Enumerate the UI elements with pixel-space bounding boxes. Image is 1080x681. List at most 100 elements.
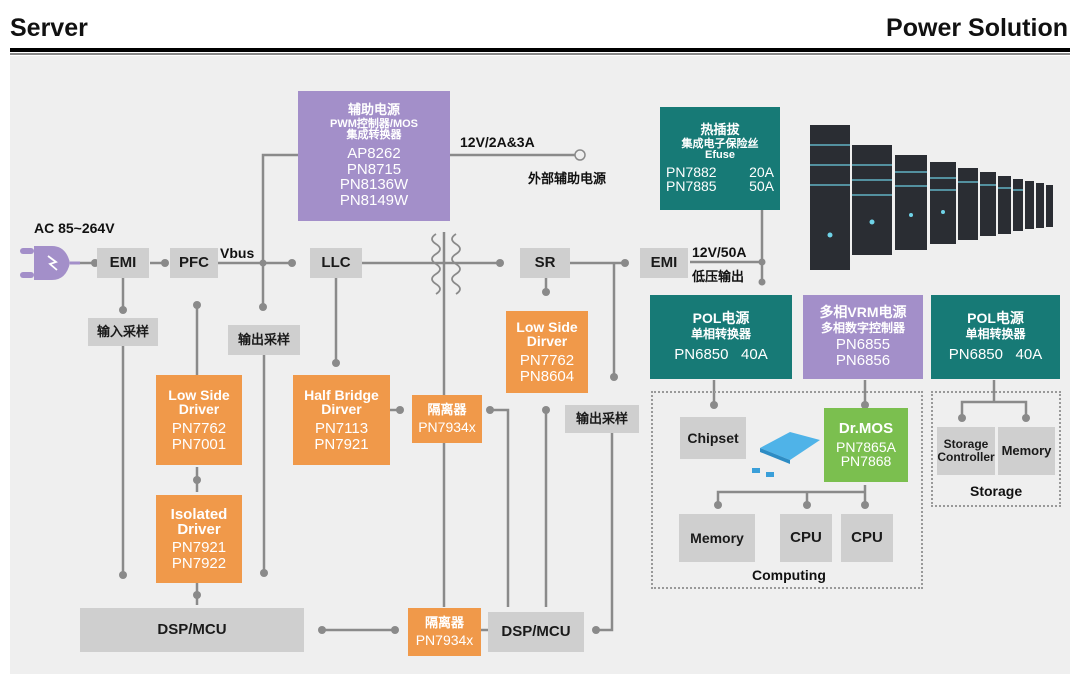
part-rating: 20A	[749, 163, 774, 180]
cpu-block-1: CPU	[780, 514, 832, 562]
driver-part: PN7113	[314, 419, 369, 437]
driver-title: Low Side	[168, 386, 230, 403]
isolator-part: PN7934x	[418, 418, 476, 435]
emi-input-block: EMI	[97, 248, 149, 278]
wire-iso1-dsp2	[490, 408, 510, 607]
output-desc-label: 低压输出	[692, 269, 745, 284]
aux-title: 辅助电源	[347, 102, 400, 118]
server-rack-illustration	[810, 125, 1053, 270]
hot-swap-title: 热插拔	[700, 121, 740, 137]
pol-subtitle: 单相转换器	[965, 327, 1026, 342]
aux-part: PN8715	[346, 160, 402, 178]
driver-title: Isolated	[170, 505, 228, 523]
vrm-subtitle: 多相数字控制器	[820, 320, 905, 335]
isolator-part: PN7934x	[415, 631, 474, 648]
hot-swap-subtitle: 集成电子保险丝	[681, 137, 759, 150]
llc-block: LLC	[310, 248, 362, 278]
wire-bus	[716, 490, 865, 505]
vrm-part: PN6855	[835, 336, 891, 354]
pol-title: POL电源	[692, 310, 750, 327]
isolator-title: 隔离器	[427, 402, 467, 418]
aux-part: PN8149W	[339, 192, 409, 210]
power-plug-icon	[20, 246, 80, 280]
emi-output-block: EMI	[640, 248, 688, 278]
part-name: PN7882	[666, 163, 717, 180]
isolated-driver-block: Isolated Driver PN7921 PN7922	[156, 495, 242, 583]
computing-label: Computing	[752, 567, 826, 583]
aux-subtitle2: 集成转换器	[346, 129, 402, 142]
vrm-part: PN6856	[835, 352, 891, 370]
storage-controller-block: Storage Controller	[937, 427, 995, 475]
dsp-mcu-block-2: DSP/MCU	[488, 612, 584, 652]
output-sampling-block-2: 输出采样	[565, 405, 639, 433]
driver-title: Half Bridge	[304, 386, 379, 403]
wire-vbus-aux	[261, 153, 298, 308]
drmos-part: PN7865A	[836, 438, 896, 455]
output-rating-label: 12V/50A	[692, 244, 747, 260]
aux-output-desc: 外部辅助电源	[528, 171, 607, 186]
header-rule-secondary	[10, 53, 1070, 55]
hot-swap-subtitle2: Efuse	[705, 149, 735, 162]
storage-group	[931, 391, 1061, 507]
computing-group	[651, 391, 923, 589]
half-bridge-driver-block: Half Bridge Dirver PN7113 PN7921	[293, 375, 390, 465]
driver-title: Dirver	[321, 401, 362, 418]
part-rating: 40A	[741, 345, 768, 363]
dsp-mcu-block-1: DSP/MCU	[80, 608, 304, 652]
pol-part-row: PN6850 40A	[674, 345, 768, 363]
aux-subtitle1: PWM控制器/MOS	[330, 117, 418, 130]
pfc-block: PFC	[170, 248, 218, 278]
driver-part: PN7921	[314, 435, 369, 453]
vrm-block: 多相VRM电源 多相数字控制器 PN6855 PN6856	[803, 295, 923, 379]
wire-sampling2-dsp2	[593, 430, 614, 632]
pol-block-2: POL电源 单相转换器 PN6850 40A	[931, 295, 1060, 379]
external-aux-terminal	[574, 149, 586, 161]
driver-title: Driver	[178, 401, 220, 418]
driver-part: PN7762	[519, 351, 575, 369]
low-side-driver-sr-block: Low Side Dirver PN7762 PN8604	[506, 311, 588, 393]
sr-block: SR	[520, 248, 570, 278]
pol-part-row: PN6850 40A	[948, 345, 1043, 363]
vrm-title: 多相VRM电源	[819, 304, 907, 321]
driver-part: PN8604	[519, 367, 575, 385]
aux-output-label: 12V/2A&3A	[460, 134, 535, 150]
hot-swap-block: 热插拔 集成电子保险丝 Efuse PN7882 20A PN7885 50A	[660, 107, 780, 210]
drmos-title: Dr.MOS	[838, 419, 894, 437]
part-name: PN6850	[948, 345, 1003, 363]
pol-title: POL电源	[967, 310, 1024, 327]
chipset-block: Chipset	[680, 417, 746, 459]
storage-label: Storage	[970, 483, 1023, 499]
low-side-driver-pfc-block: Low Side Driver PN7762 PN7001	[156, 375, 242, 465]
part-name: PN7885	[666, 178, 717, 195]
part-name: PN6850	[674, 345, 729, 363]
driver-part: PN7001	[171, 435, 227, 453]
isolator-title: 隔离器	[424, 615, 464, 631]
storage-memory-block: Memory	[998, 427, 1055, 475]
aux-part: AP8262	[347, 144, 401, 162]
vbus-label: Vbus	[220, 245, 255, 261]
memory-block: Memory	[679, 514, 755, 562]
cpu-block-2: CPU	[841, 514, 893, 562]
hot-swap-part-row: PN7885 50A	[660, 179, 780, 194]
driver-part: PN7762	[171, 419, 227, 437]
aux-power-block: 辅助电源 PWM控制器/MOS 集成转换器 AP8262 PN8715 PN81…	[298, 91, 450, 221]
aux-part: PN8136W	[339, 176, 409, 194]
driver-title: Driver	[177, 521, 221, 539]
pol-block-1: POL电源 单相转换器 PN6850 40A	[650, 295, 792, 379]
part-rating: 50A	[749, 178, 774, 195]
isolator-block-2: 隔离器 PN7934x	[408, 608, 481, 656]
header-title-left: Server	[10, 14, 88, 42]
driver-part: PN7921	[171, 539, 227, 556]
header-title-right: Power Solution	[886, 14, 1068, 42]
transformer-icon	[431, 233, 461, 295]
pol-subtitle: 单相转换器	[690, 327, 751, 342]
drmos-part: PN7868	[840, 453, 892, 470]
header-rule	[10, 48, 1070, 52]
drmos-block: Dr.MOS PN7865A PN7868	[824, 408, 908, 482]
part-rating: 40A	[1015, 345, 1043, 363]
output-sampling-block-1: 输出采样	[228, 325, 300, 355]
hot-swap-part-row: PN7882 20A	[660, 163, 780, 180]
driver-title: Low Side	[516, 318, 578, 335]
driver-part: PN7922	[171, 554, 227, 572]
